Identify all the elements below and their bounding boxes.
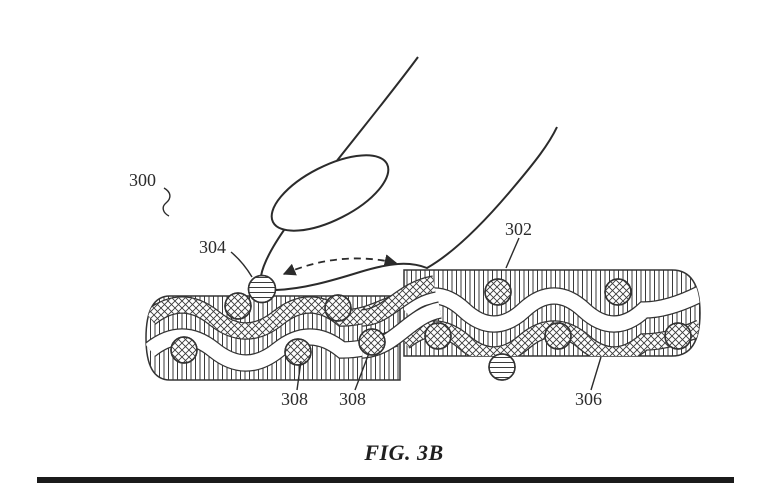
leader-306: [590, 356, 602, 391]
right-white-warp-ribbon: [404, 286, 700, 333]
finger: [259, 56, 558, 292]
weft-fiber-circle: [284, 338, 312, 366]
striped-fiber-circle: [488, 353, 516, 381]
weft-fiber-circle: [604, 278, 632, 306]
label-308-right: 308: [339, 389, 366, 409]
leader-300-squiggle: [162, 187, 171, 217]
weft-fiber-circle: [224, 292, 252, 320]
label-306: 306: [575, 389, 602, 409]
weft-fiber-circle: [424, 322, 452, 350]
fingernail: [270, 154, 390, 232]
leader-304: [230, 251, 253, 278]
leader-308-left: [296, 360, 302, 391]
reference-leader-lines: [162, 187, 602, 391]
weft-fiber-circle: [664, 322, 692, 350]
label-304: 304: [199, 237, 226, 257]
bottom-bar: [37, 477, 734, 483]
weft-fiber-circle: [484, 278, 512, 306]
left-crosshatch-warp-ribbon: [146, 296, 400, 340]
reference-labels: 300 304 302 308 308 306: [129, 170, 602, 409]
weft-fiber-circles: [170, 278, 692, 381]
contact-fiber-circle: [247, 274, 277, 304]
weft-fiber-circle: [358, 328, 386, 356]
motion-arrow: [282, 254, 398, 276]
label-300: 300: [129, 170, 156, 190]
leader-302: [505, 237, 520, 269]
figure-caption: FIG. 3B: [363, 440, 443, 465]
weft-fiber-circle: [544, 322, 572, 350]
ramp-crosshatch-ribbon: [360, 275, 437, 327]
label-302: 302: [505, 219, 532, 239]
weft-fiber-circle: [324, 294, 352, 322]
label-308-left: 308: [281, 389, 308, 409]
finger-fill: [260, 57, 557, 290]
leader-308-right: [354, 352, 370, 391]
left-white-warp-ribbon: [146, 328, 399, 372]
weft-fiber-circle: [170, 336, 198, 364]
